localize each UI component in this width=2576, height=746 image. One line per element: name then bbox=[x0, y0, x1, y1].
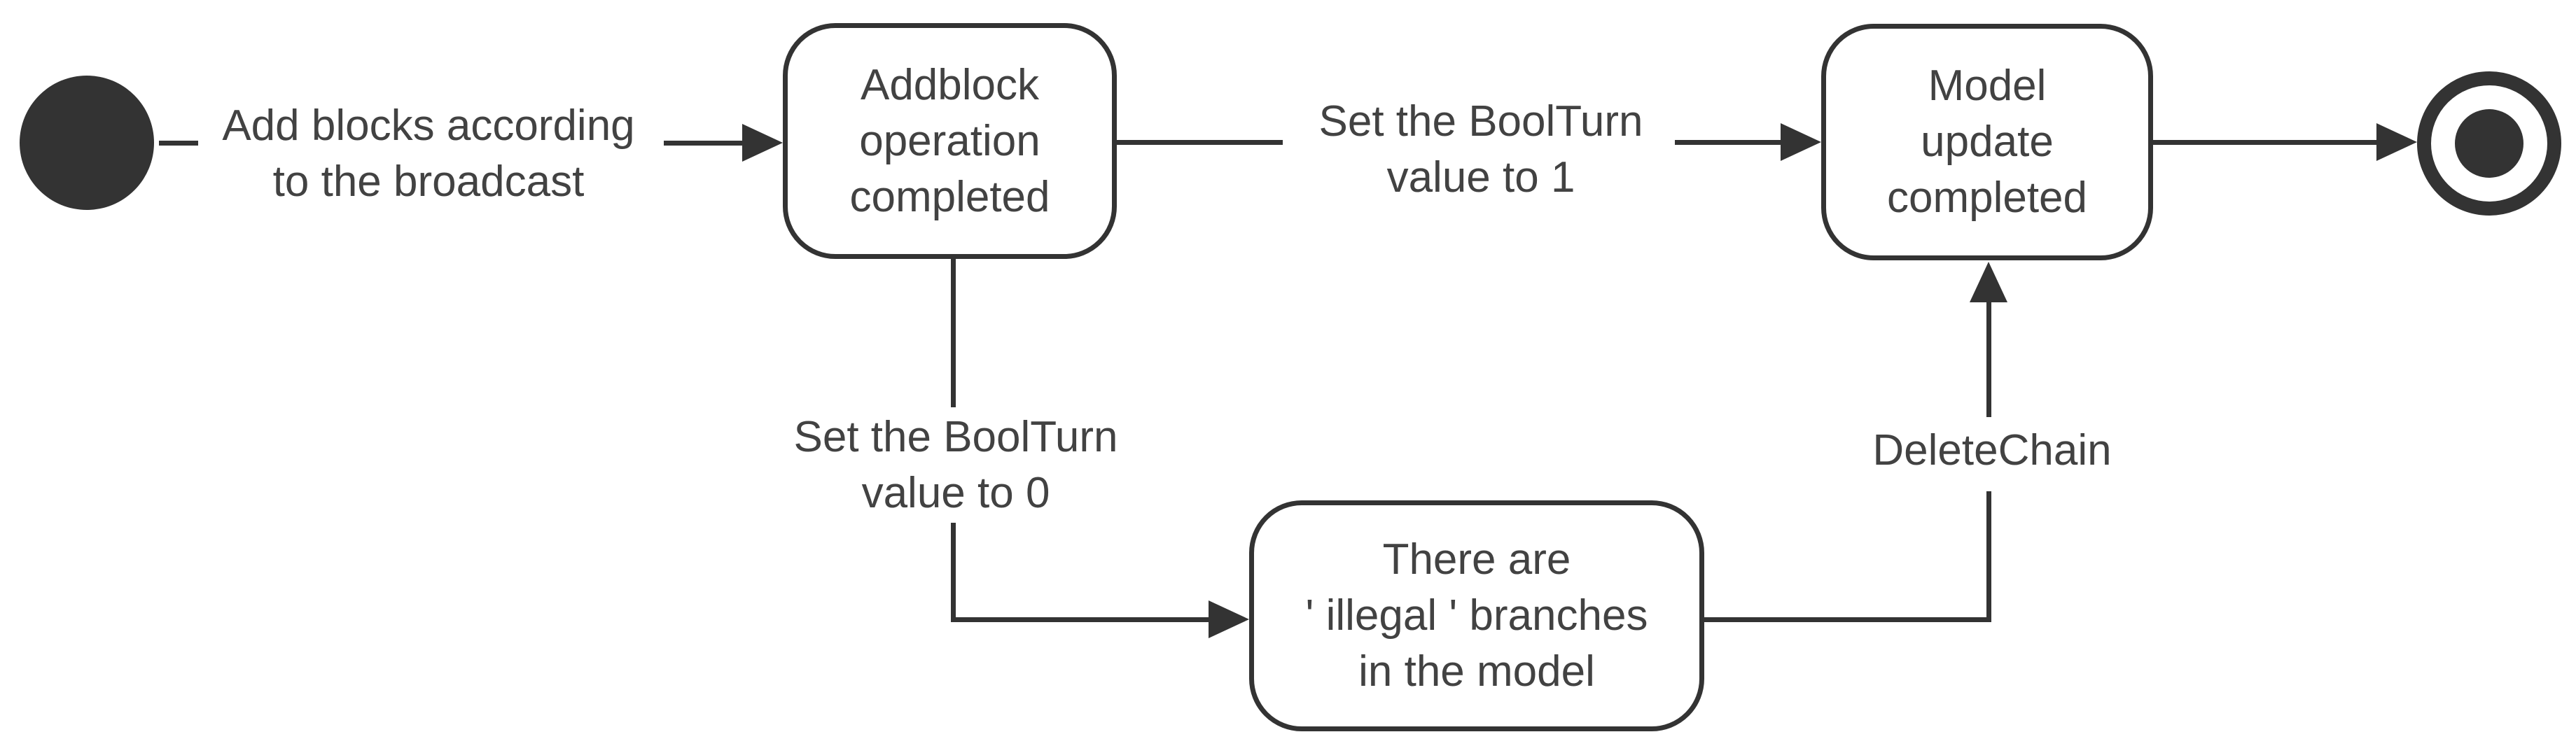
arrowhead-into-addblock-icon bbox=[742, 124, 783, 162]
connector-addblock-down-segment-lower bbox=[951, 523, 956, 622]
connector-initial-to-addblock-segment bbox=[664, 141, 745, 146]
transition-label-boolturn-1: Set the BoolTurn value to 1 bbox=[1318, 97, 1643, 202]
state-illegal-branches-in-model: There are ' illegal ' branches in the mo… bbox=[1249, 500, 1704, 731]
connector-addblock-to-model-segment-right bbox=[1675, 140, 1781, 145]
connector-deletechain-vertical-upper bbox=[1986, 301, 1991, 417]
connector-addblock-down-segment-upper bbox=[951, 259, 956, 407]
initial-state-node bbox=[20, 76, 154, 210]
connector-model-to-final-segment bbox=[2153, 140, 2379, 145]
connector-addblock-to-model-segment-left bbox=[1117, 140, 1283, 145]
connector-elbow-to-illegal-branches bbox=[951, 617, 1210, 622]
connector-initial-to-addblock-dash bbox=[159, 141, 198, 146]
transition-label-add-blocks: Add blocks according to the broadcast bbox=[222, 101, 635, 206]
arrowhead-into-model-update-bottom-icon bbox=[1970, 262, 2007, 302]
transition-label-deletechain: DeleteChain bbox=[1872, 426, 2112, 474]
transition-label-boolturn-0: Set the BoolTurn value to 0 bbox=[793, 413, 1118, 517]
connector-illegal-branches-right-segment bbox=[1704, 617, 1991, 622]
arrowhead-into-model-update-left-icon bbox=[1781, 123, 1821, 161]
connector-deletechain-vertical-lower bbox=[1986, 491, 1991, 622]
state-addblock-operation-completed: Addblock operation completed bbox=[783, 23, 1117, 259]
final-state-inner-dot bbox=[2455, 109, 2523, 178]
state-model-update-completed: Model update completed bbox=[1821, 24, 2153, 260]
arrowhead-into-final-state-icon bbox=[2376, 123, 2417, 161]
arrowhead-into-illegal-branches-icon bbox=[1209, 600, 1249, 638]
